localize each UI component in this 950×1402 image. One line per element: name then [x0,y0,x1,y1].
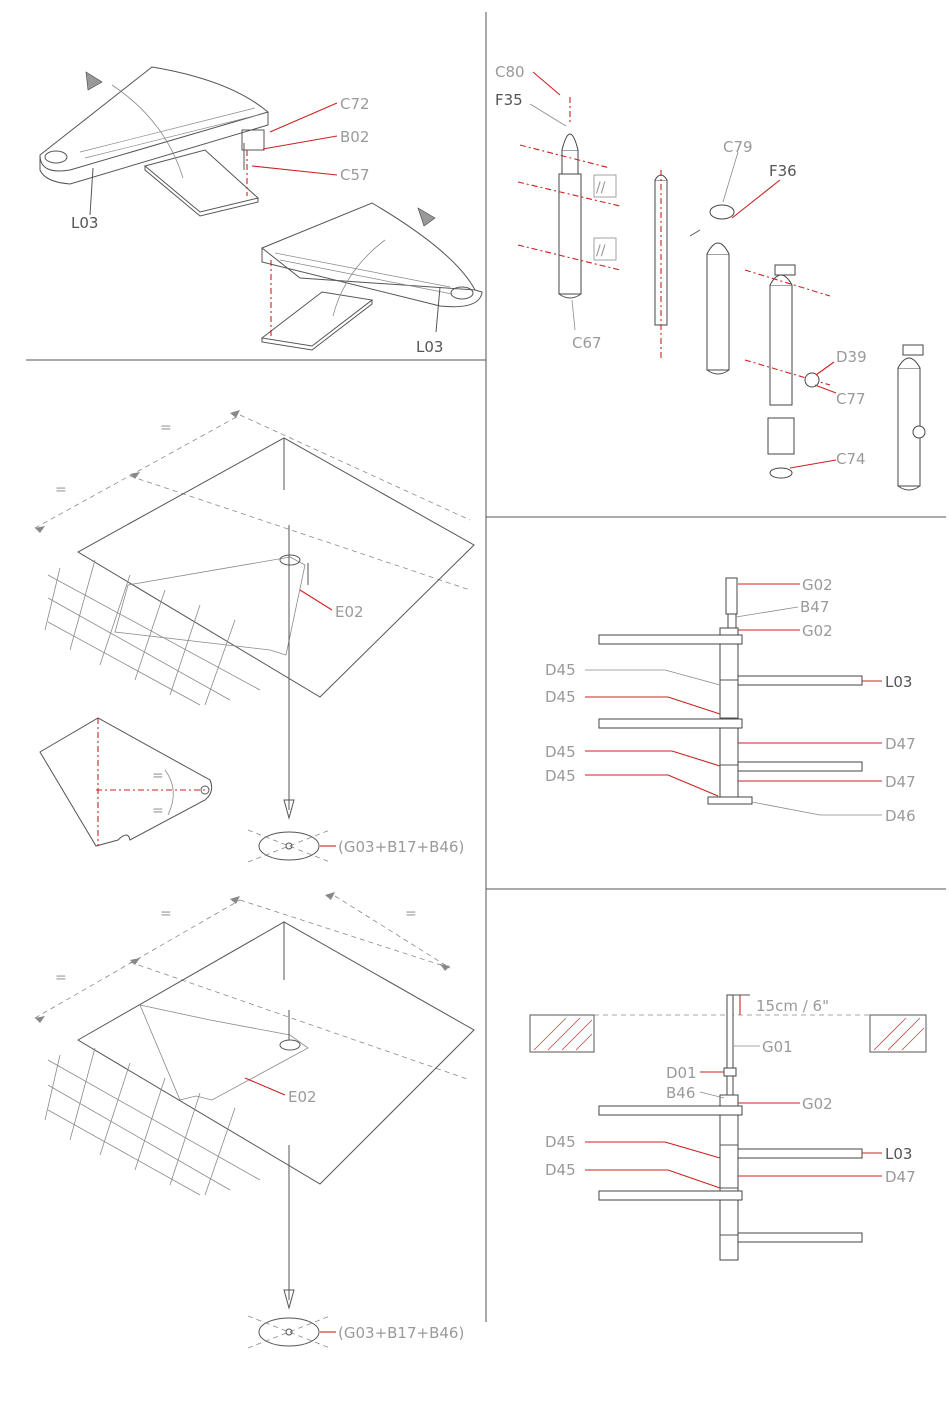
label-e02-a: E02 [335,603,364,621]
label-g01: G01 [762,1038,793,1056]
tread-drawing-1 [40,67,268,216]
panel-opening-layout-1: = = E02 [35,410,474,862]
panel-column-stack-2: 15cm / 6" G01 D01 B46 G02 D45 D45 L03 D4… [530,995,926,1260]
label-l03-b: L03 [416,338,443,356]
label-c57: C57 [340,166,370,184]
label-f36: F36 [769,162,797,180]
label-d45-5: D45 [545,1133,576,1151]
baluster-4 [745,265,830,478]
panel-baluster-assembly: // // [495,63,925,490]
baluster-5 [898,345,925,490]
equal-mark-5: = [160,906,172,922]
label-base-combo-b: (G03+B17+B46) [338,1324,464,1342]
label-d47-1: D47 [885,735,916,753]
label-d01: D01 [666,1064,697,1082]
panel-opening-layout-2: = = = E02 (G03+B17+B46) [35,892,474,1348]
label-d45-2: D45 [545,688,576,706]
label-f35: F35 [495,91,523,109]
label-g02-top: G02 [802,576,833,594]
label-b02: B02 [340,128,369,146]
tread-drawing-2 [262,203,482,350]
floor-grid-1 [45,560,260,705]
label-g02-bottom: G02 [802,1095,833,1113]
label-c67: C67 [572,334,602,352]
label-l03-d: L03 [885,1145,912,1163]
label-g02-mid: G02 [802,622,833,640]
label-b47: B47 [800,598,829,616]
equal-mark-3: = [152,768,164,784]
label-c72: C72 [340,95,370,113]
label-d45-1: D45 [545,661,576,679]
dimension-15cm: 15cm / 6" [756,997,829,1015]
base-plate-1 [248,830,330,862]
baluster-3 [690,205,734,374]
label-d45-4: D45 [545,767,576,785]
panel-column-stack-1: G02 B47 G02 D45 D45 D45 D45 L03 D47 D47 … [545,576,916,825]
label-l03-c: L03 [885,673,912,691]
label-l03-a: L03 [71,214,98,232]
panel-tread-assembly: C72 B02 C57 L03 L03 [40,67,482,356]
label-c74: C74 [836,450,866,468]
tread-angle-detail: = = [40,718,212,846]
label-c77: C77 [836,390,866,408]
label-c79: C79 [723,138,753,156]
base-plate-2 [248,1316,330,1348]
equal-mark-2: = [55,482,67,498]
baluster-1: // // [518,97,620,298]
equal-mark-6: = [55,970,67,986]
label-d47-3: D47 [885,1168,916,1186]
floor-grid-2 [45,1048,260,1195]
label-d45-3: D45 [545,743,576,761]
label-c80: C80 [495,63,525,81]
equal-mark-4: = [152,803,164,819]
label-b46: B46 [666,1084,695,1102]
parallel-mark-2: // [596,243,606,259]
label-base-combo-a: (G03+B17+B46) [338,838,464,856]
equal-mark-1: = [160,420,172,436]
label-d39: D39 [836,348,867,366]
label-d45-6: D45 [545,1161,576,1179]
equal-mark-7: = [405,906,417,922]
parallel-mark-1: // [596,180,606,196]
label-e02-b: E02 [288,1088,317,1106]
baluster-2 [655,170,667,360]
label-d46: D46 [885,807,916,825]
label-d47-2: D47 [885,773,916,791]
